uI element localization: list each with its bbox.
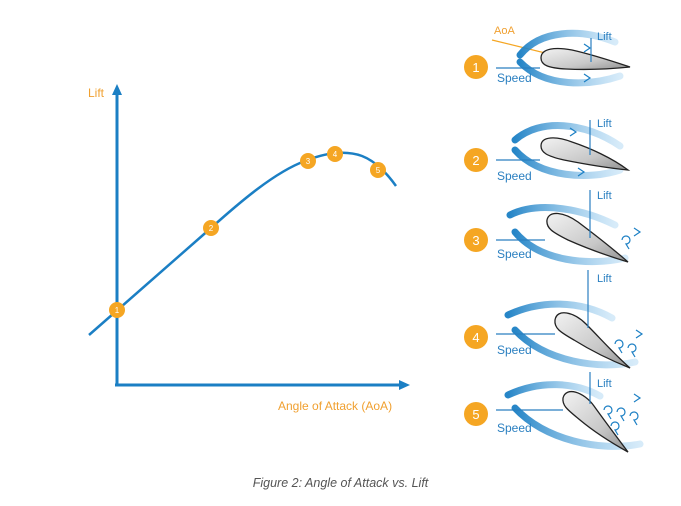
airfoil-shape bbox=[540, 137, 631, 171]
speed-label: Speed bbox=[497, 421, 532, 435]
airfoil-shape bbox=[540, 47, 631, 71]
x-axis-label: Angle of Attack (AoA) bbox=[278, 399, 392, 413]
lift-label: Lift bbox=[597, 190, 612, 202]
turbulence-icon bbox=[616, 407, 626, 422]
curve-point-label: 2 bbox=[209, 224, 214, 233]
panel-number-badge bbox=[464, 148, 488, 172]
airfoil-shape bbox=[554, 312, 631, 369]
airfoil-panel-2: 2 Speed Lift bbox=[464, 118, 631, 183]
turbulence-icon bbox=[603, 405, 613, 420]
figure-caption: Figure 2: Angle of Attack vs. Lift bbox=[252, 476, 429, 490]
turbulence-icon bbox=[610, 421, 620, 436]
lift-label: Lift bbox=[597, 378, 612, 390]
speed-label: Speed bbox=[497, 169, 532, 183]
curve-point-1: 1 bbox=[109, 302, 125, 318]
lift-label: Lift bbox=[597, 273, 612, 285]
flow-arrow bbox=[569, 127, 578, 137]
curve-point-4: 4 bbox=[327, 146, 343, 162]
curve-point-label: 4 bbox=[333, 150, 338, 159]
flow-stream-upper bbox=[504, 300, 616, 322]
x-axis-arrow bbox=[399, 380, 410, 390]
panel-number: 1 bbox=[472, 60, 479, 75]
airfoil-panel-4: 4 Speed Lift bbox=[464, 270, 644, 369]
curve-point-5: 5 bbox=[370, 162, 386, 178]
panel-number-badge bbox=[464, 325, 488, 349]
flow-stream-upper bbox=[506, 204, 619, 229]
lift-curve bbox=[88, 151, 398, 336]
panel-number: 5 bbox=[472, 407, 479, 422]
flow-arrow bbox=[635, 329, 644, 339]
panel-number: 2 bbox=[472, 153, 479, 168]
speed-label: Speed bbox=[497, 247, 532, 261]
panel-number-badge bbox=[464, 228, 488, 252]
panel-number-badge bbox=[464, 402, 488, 426]
flow-stream-lower bbox=[516, 58, 624, 87]
turbulence-icon bbox=[627, 343, 637, 358]
curve-point-3: 3 bbox=[300, 153, 316, 169]
airfoil-panel-1: 1 AoA Speed Lift bbox=[464, 25, 631, 87]
curve-point-2: 2 bbox=[203, 220, 219, 236]
y-axis-label: Lift bbox=[88, 86, 105, 100]
flow-arrow bbox=[583, 73, 592, 83]
lift-chart: Lift Angle of Attack (AoA) 1 2 3 4 5 bbox=[88, 84, 410, 413]
turbulence-icon bbox=[629, 411, 639, 426]
flow-arrow bbox=[633, 227, 642, 237]
lift-label: Lift bbox=[597, 118, 612, 130]
flow-stream-upper bbox=[516, 29, 619, 59]
airfoil-panel-3: 3 Speed Lift bbox=[464, 190, 642, 266]
panel-number: 3 bbox=[472, 233, 479, 248]
airfoil-panel-5: 5 Speed Lift bbox=[464, 372, 644, 453]
curve-point-label: 3 bbox=[306, 157, 311, 166]
turbulence-icon bbox=[614, 339, 624, 354]
panel-number-badge bbox=[464, 55, 488, 79]
airfoil-shape bbox=[562, 390, 629, 453]
turbulence-icon bbox=[621, 235, 631, 250]
speed-label: Speed bbox=[497, 343, 532, 357]
flow-stream-upper bbox=[511, 122, 624, 150]
flow-stream-lower bbox=[511, 228, 629, 266]
flow-arrow bbox=[583, 43, 592, 53]
lift-label: Lift bbox=[597, 31, 612, 43]
flow-stream-lower bbox=[511, 404, 644, 450]
y-axis-arrow bbox=[112, 84, 122, 95]
flow-stream-upper bbox=[504, 381, 604, 400]
aoa-label: AoA bbox=[494, 25, 515, 37]
flow-stream-lower bbox=[511, 146, 624, 179]
flow-arrow bbox=[633, 393, 642, 403]
panel-number: 4 bbox=[472, 330, 479, 345]
curve-point-label: 5 bbox=[376, 166, 381, 175]
speed-label: Speed bbox=[497, 71, 532, 85]
flow-arrow bbox=[577, 167, 586, 177]
curve-point-label: 1 bbox=[115, 306, 120, 315]
airfoil-shape bbox=[546, 212, 629, 263]
